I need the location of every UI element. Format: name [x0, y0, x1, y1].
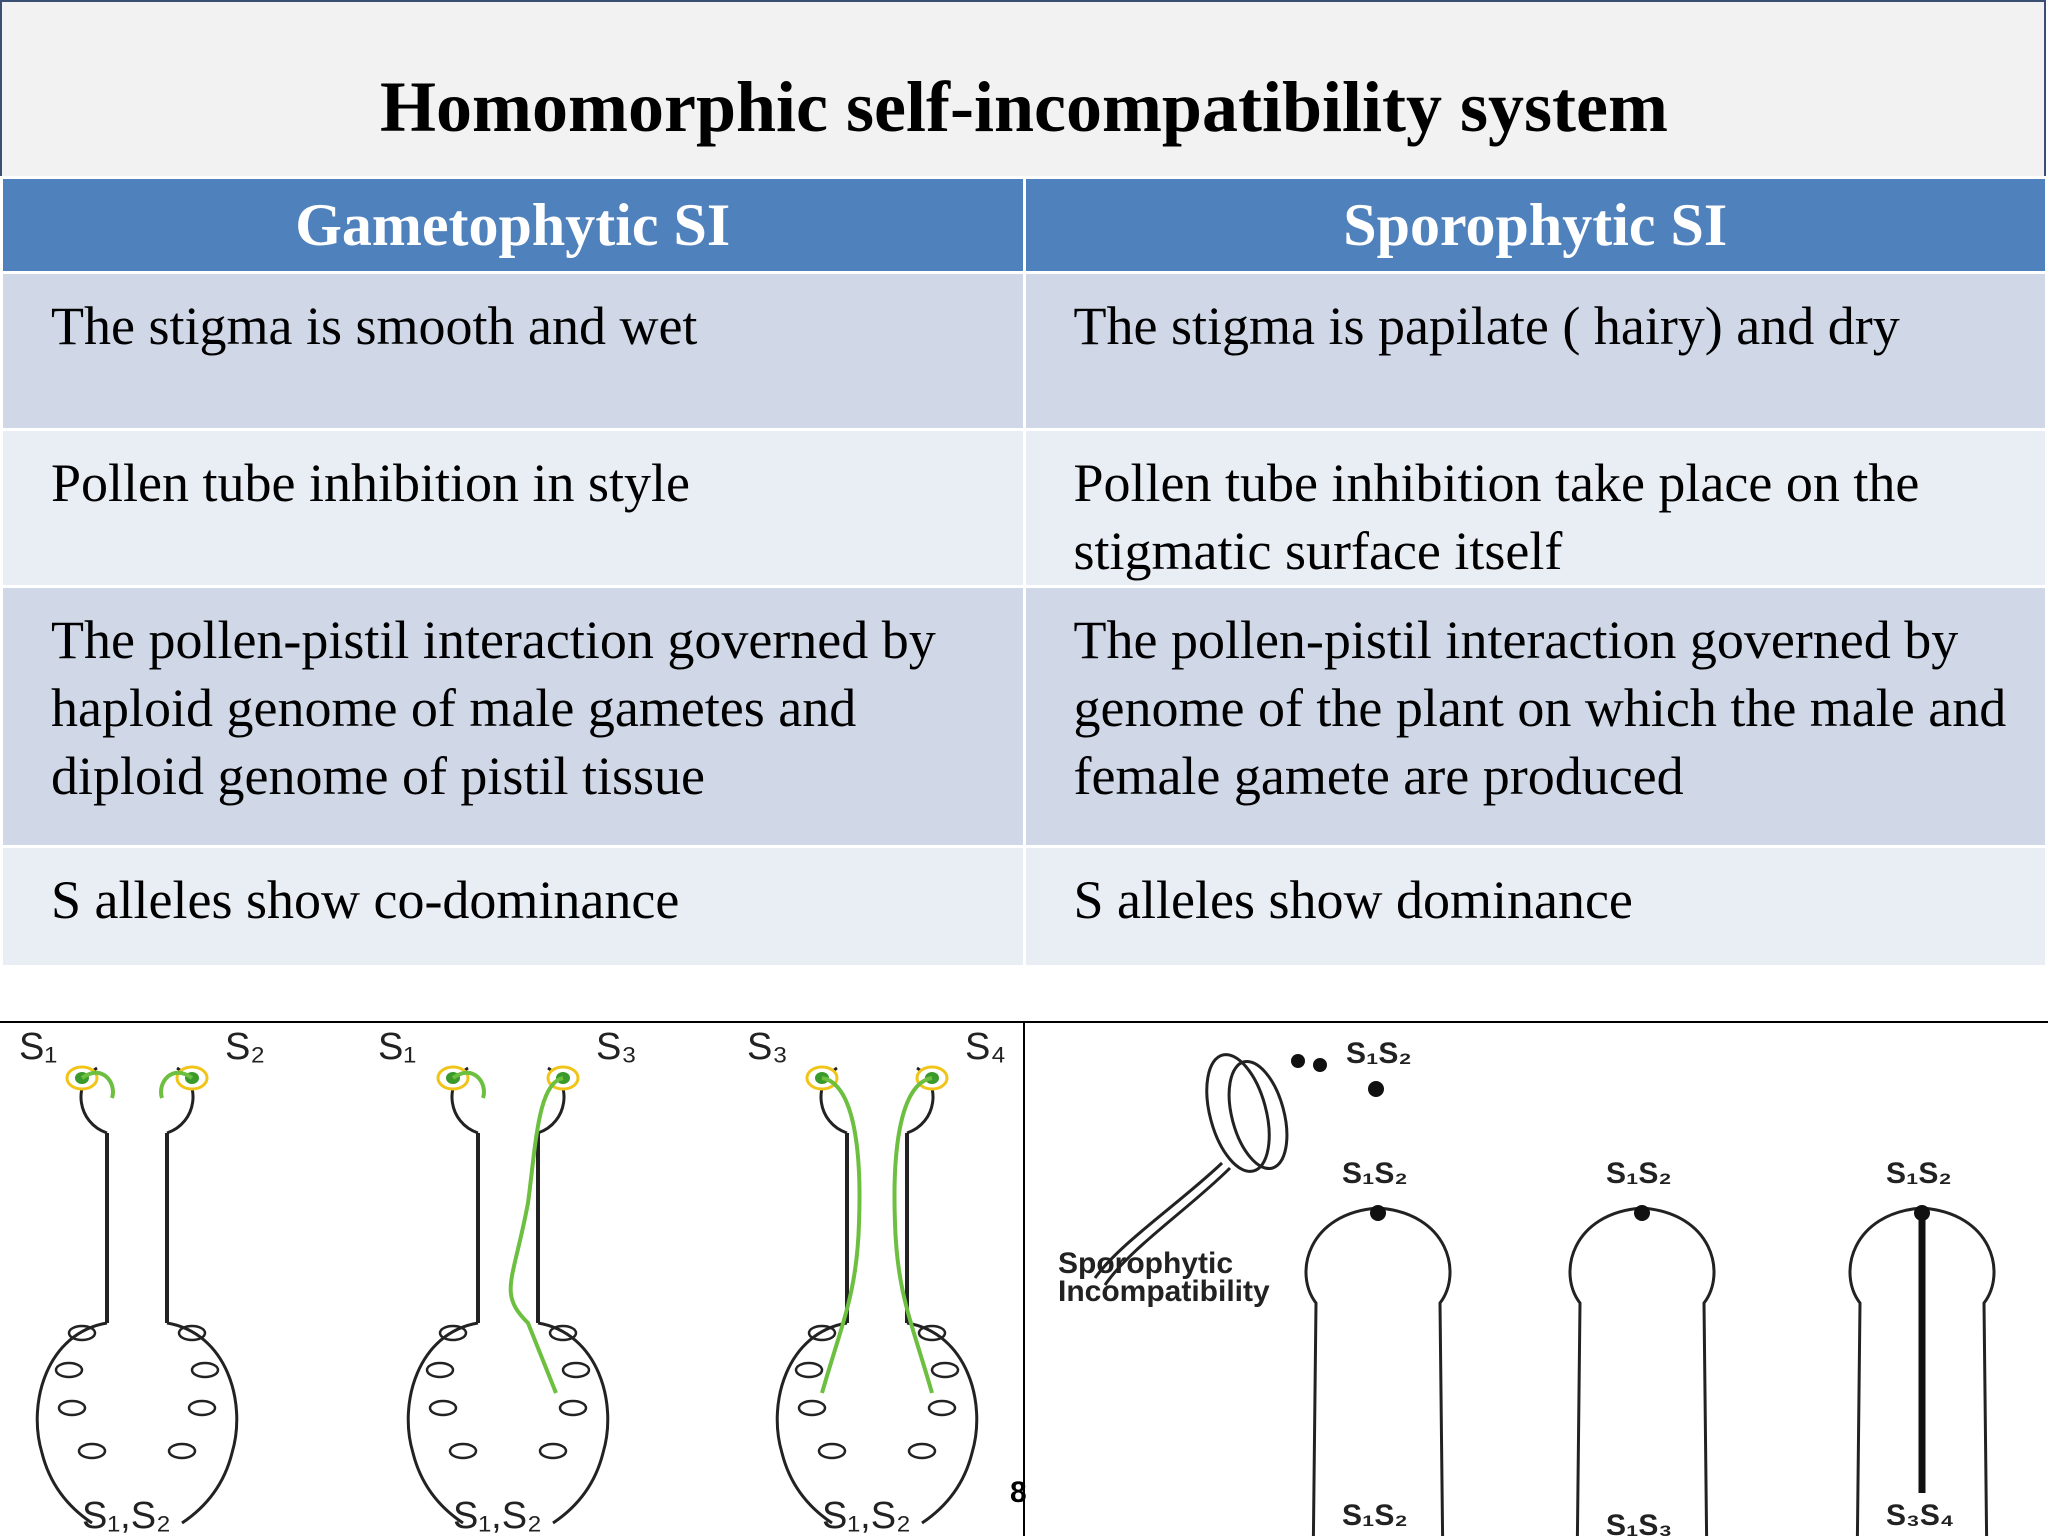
sporophytic-pistil-1: S₁S₂ S₁S₂: [1304, 1157, 1452, 1536]
pistil-genotype: S₁S₂: [1342, 1499, 1408, 1532]
table-row: The pollen-pistil interaction governed b…: [0, 585, 2048, 848]
table-row: The stigma is smooth and wet The stigma …: [0, 271, 2048, 431]
pistil-genotype: S₃S₄: [1886, 1499, 1954, 1532]
pollen-label: S₁: [19, 1026, 57, 1068]
comparison-table: Gametophytic SI Sporophytic SI The stigm…: [0, 176, 2048, 968]
cell-sporophytic: S alleles show dominance: [1022, 845, 2048, 968]
title-bar: [0, 0, 2046, 176]
pollen-label: S₁S₂: [1606, 1157, 1672, 1190]
header-sporophytic: Sporophytic SI: [1022, 176, 2048, 274]
sporophytic-pistil-3: S₁S₂ S₃S₄: [1848, 1157, 1996, 1536]
figure-caption: Incompatibility: [1058, 1275, 1270, 1308]
pollen-label: S₄: [965, 1026, 1006, 1068]
table-row: Pollen tube inhibition in style Pollen t…: [0, 428, 2048, 588]
cell-gametophytic: S alleles show co-dominance: [0, 845, 1026, 968]
sporophytic-pistil-2: S₁S₂ S₁S₃: [1568, 1157, 1716, 1536]
slide-title: Homomorphic self-incompatibility system: [380, 67, 1668, 147]
page-number: 8: [1010, 1476, 1027, 1509]
pistil-genotype: S₁,S₂: [453, 1495, 542, 1536]
pollen-label: S₁S₂: [1886, 1157, 1952, 1190]
gametophytic-pistil-1: S₁ S₂ S₁,S₂: [19, 1026, 265, 1536]
table-header-row: Gametophytic SI Sporophytic SI: [0, 176, 2048, 274]
gametophytic-pistil-2: S₁ S₃ S₁,S₂: [378, 1026, 637, 1536]
anther-illustration: S₁S₂: [1093, 1037, 1412, 1286]
header-gametophytic: Gametophytic SI: [0, 176, 1026, 274]
table-row: S alleles show co-dominance S alleles sh…: [0, 845, 2048, 968]
pistil-genotype: S₁S₃: [1606, 1509, 1672, 1536]
pollen-label: S₁S₂: [1346, 1037, 1412, 1070]
cell-sporophytic: The pollen-pistil interaction governed b…: [1022, 585, 2048, 848]
pistil-genotype: S₁,S₂: [822, 1495, 911, 1536]
pollen-label: S₃: [747, 1026, 788, 1068]
cell-sporophytic: The stigma is papilate ( hairy) and dry: [1022, 271, 2048, 431]
gametophytic-pistil-3: S₃ S₄ S₁,S₂: [747, 1026, 1006, 1536]
incompatibility-figure: S₁ S₂ S₁,S₂ S₁ S₃ S₁,S₂ S₃ S₄ S₁,S₂ S₁S₂…: [19, 1026, 1996, 1536]
cell-sporophytic: Pollen tube inhibition take place on the…: [1022, 428, 2048, 588]
pollen-label: S₁: [378, 1026, 416, 1068]
cell-gametophytic: The pollen-pistil interaction governed b…: [0, 585, 1026, 848]
cell-gametophytic: The stigma is smooth and wet: [0, 271, 1026, 431]
pistil-genotype: S₁,S₂: [82, 1495, 171, 1536]
figure-caption: Sporophytic: [1058, 1247, 1233, 1280]
pollen-label: S₂: [225, 1026, 265, 1068]
pollen-label: S₁S₂: [1342, 1157, 1408, 1190]
pollen-label: S₃: [596, 1026, 637, 1068]
figure-divider-vertical: [1023, 1021, 1025, 1536]
cell-gametophytic: Pollen tube inhibition in style: [0, 428, 1026, 588]
